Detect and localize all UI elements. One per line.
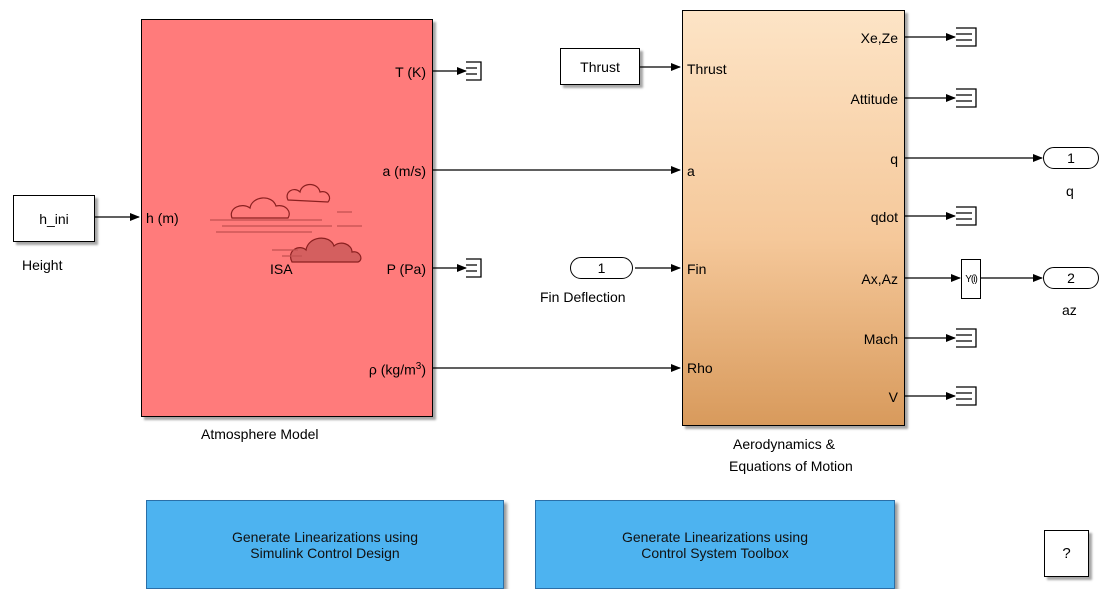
az-outport-number: 2 [1067, 270, 1075, 286]
fin-inport-number: 1 [597, 260, 606, 276]
terminator-qdot[interactable] [956, 206, 977, 226]
port-xe-ze-out: Xe,Ze [860, 30, 898, 46]
port-ax-az-out: Ax,Az [861, 271, 898, 287]
h-ini-value: h_ini [39, 210, 69, 227]
aerodynamics-block[interactable]: Thrust a Fin Rho Xe,Ze Attitude q qdot A… [682, 10, 905, 426]
thrust-block[interactable]: Thrust [560, 48, 640, 85]
port-a-in: a [687, 163, 695, 179]
fin-deflection-label: Fin Deflection [540, 289, 626, 305]
thrust-value: Thrust [580, 58, 620, 75]
port-attitude-out: Attitude [850, 91, 898, 107]
atmosphere-model-block[interactable]: h (m) T (K) a (m/s) P (Pa) ρ (kg/m3) ISA [141, 19, 433, 417]
terminator-mach[interactable] [956, 328, 977, 348]
terminator-attitude[interactable] [956, 88, 977, 108]
generate-linearizations-cst-button[interactable]: Generate Linearizations using Control Sy… [535, 500, 895, 589]
atmosphere-model-label: Atmosphere Model [201, 426, 319, 442]
port-thrust-in: Thrust [687, 61, 727, 77]
q-outport-number: 1 [1067, 150, 1075, 166]
port-qdot-out: qdot [870, 209, 898, 225]
port-V-out: V [888, 389, 898, 405]
h-ini-block[interactable]: h_ini [13, 195, 95, 242]
port-rho-out: ρ (kg/m3) [368, 361, 426, 378]
terminator-V[interactable] [956, 386, 977, 406]
terminator-xe-ze[interactable] [956, 27, 977, 47]
port-rho-in: Rho [687, 360, 713, 376]
selector-label: Y(i) [965, 273, 978, 285]
port-fin-in: Fin [687, 261, 707, 277]
cst-button-line2: Control System Toolbox [641, 544, 789, 561]
q-outport-label: q [1066, 183, 1074, 199]
aero-label-line1: Aerodynamics & [733, 436, 835, 452]
aero-label-line2: Equations of Motion [729, 458, 853, 474]
port-a-out: a (m/s) [382, 163, 426, 179]
port-q-out: q [890, 151, 898, 167]
az-outport[interactable]: 2 [1043, 267, 1099, 289]
generate-linearizations-scd-button[interactable]: Generate Linearizations using Simulink C… [146, 500, 504, 589]
help-question-icon: ? [1062, 545, 1071, 562]
fin-deflection-inport[interactable]: 1 [570, 257, 633, 279]
port-T-out: T (K) [395, 64, 426, 80]
selector-block[interactable]: Y(i) [961, 259, 981, 299]
scd-button-line1: Generate Linearizations using [231, 528, 418, 545]
cst-button-line1: Generate Linearizations using [621, 528, 808, 545]
q-outport[interactable]: 1 [1043, 147, 1099, 169]
scd-button-line2: Simulink Control Design [250, 544, 400, 561]
port-h-in: h (m) [146, 210, 179, 226]
terminator-P[interactable] [466, 258, 482, 278]
isa-label: ISA [270, 261, 293, 277]
port-mach-out: Mach [863, 331, 898, 347]
terminator-T[interactable] [466, 61, 482, 81]
port-P-out: P (Pa) [386, 261, 426, 277]
help-button[interactable]: ? [1044, 530, 1089, 577]
az-outport-label: az [1062, 302, 1077, 318]
height-label: Height [22, 257, 63, 273]
clouds-icon [210, 183, 362, 263]
